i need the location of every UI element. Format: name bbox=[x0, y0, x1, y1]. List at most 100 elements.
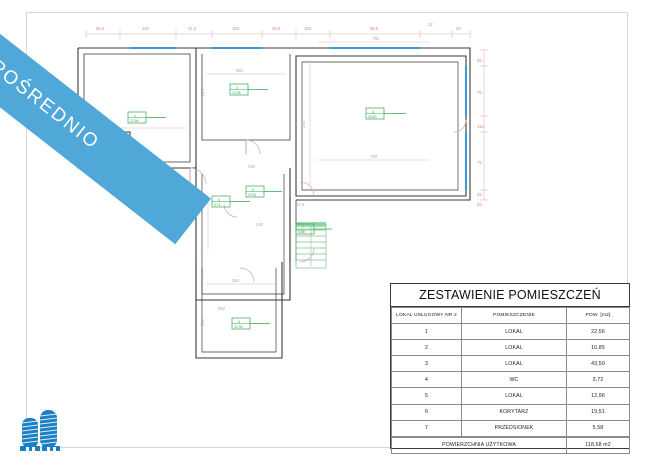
dim-label: 150 bbox=[304, 26, 312, 31]
row-area: 43,50 bbox=[566, 355, 630, 373]
dim-label: 350 bbox=[232, 278, 240, 283]
sheet-border bbox=[26, 12, 628, 448]
summary-value: 118,68 m2 bbox=[566, 436, 631, 454]
room-no: 3 bbox=[372, 110, 374, 114]
room-no: 7 bbox=[302, 225, 304, 229]
room-no: 1 bbox=[134, 114, 136, 118]
summary-label: POWIERZCHNIA UŻYTKOWA bbox=[390, 436, 568, 454]
dim-label: 14,5 bbox=[296, 202, 305, 207]
dim-label: 49,5 bbox=[272, 26, 281, 31]
room-label-7: 7 5,58 bbox=[295, 223, 332, 235]
dim-label: 150 bbox=[142, 26, 150, 31]
room-label-5: 5 12,96 bbox=[231, 317, 270, 330]
dim-label: 225 bbox=[200, 88, 205, 96]
row-number: 5 bbox=[391, 387, 462, 405]
room-labels: 1 22,56 2 10,85 3 43,50 4 bbox=[127, 83, 406, 330]
dim-label: 45 bbox=[477, 192, 482, 197]
table-title: ZESTAWIENIE POMIESZCZEŃ bbox=[391, 284, 629, 307]
room-no: 6 bbox=[252, 188, 254, 192]
row-room: LOKAL bbox=[461, 339, 567, 357]
dim-label: 110 bbox=[477, 124, 484, 129]
header-pow: POW. [m2] bbox=[566, 306, 630, 325]
row-area: 3,72 bbox=[566, 371, 630, 389]
room-label-6: 6 19,51 bbox=[245, 185, 282, 198]
building-logo bbox=[20, 410, 60, 451]
door-icon bbox=[299, 247, 315, 263]
row-room: PRZEDSIONEK bbox=[461, 419, 567, 437]
door-icon bbox=[239, 267, 255, 283]
room-label-1: 1 22,56 bbox=[127, 111, 166, 124]
dim-label: 250 bbox=[301, 120, 306, 128]
header-pomieszczenie: POMIESZCZENIE bbox=[461, 306, 567, 325]
top-dimension-chain bbox=[85, 30, 471, 38]
room-no: 5 bbox=[238, 320, 240, 324]
row-room: LOKAL bbox=[461, 387, 567, 405]
dim-label: 25 bbox=[477, 202, 482, 207]
dim-label: 750 bbox=[370, 154, 378, 159]
room-area: 3,72 bbox=[214, 203, 221, 207]
door-icon bbox=[189, 167, 207, 185]
header-lokal: LOKAL USŁUGOWY NR 2 bbox=[391, 306, 462, 325]
row-number: 3 bbox=[391, 355, 462, 373]
dim-label: 98,5 bbox=[370, 26, 379, 31]
dim-label: 200 bbox=[200, 318, 205, 326]
dim-label: 240 bbox=[256, 222, 264, 227]
dim-label: 12 bbox=[428, 22, 433, 27]
row-area: 19,51 bbox=[566, 403, 630, 421]
door-icon bbox=[453, 119, 467, 133]
dim-label: 350 bbox=[236, 68, 244, 73]
row-area: 12,96 bbox=[566, 387, 630, 405]
row-area: 5,58 bbox=[566, 419, 630, 437]
dim-label: 250 bbox=[248, 164, 256, 169]
dim-label: 45 bbox=[477, 58, 482, 63]
row-area: 22,56 bbox=[566, 323, 630, 341]
dim-label: 41,5 bbox=[188, 26, 197, 31]
door-icon bbox=[223, 203, 238, 218]
plan-doors bbox=[189, 119, 467, 283]
row-room: LOKAL bbox=[461, 355, 567, 373]
room-area: 22,56 bbox=[130, 119, 139, 123]
row-area: 10,85 bbox=[566, 339, 630, 357]
room-schedule-table: ZESTAWIENIE POMIESZCZEŃ LOKAL USŁUGOWY N… bbox=[390, 283, 631, 454]
room-area: 43,50 bbox=[368, 115, 377, 119]
room-label-2: 2 10,85 bbox=[229, 83, 268, 96]
right-dimension-labels: 45 75 110 75 45 25 bbox=[477, 58, 484, 207]
dim-label: 750 bbox=[372, 36, 380, 41]
row-room: LOKAL bbox=[461, 323, 567, 341]
row-number: 1 bbox=[391, 323, 462, 341]
room-no: 2 bbox=[236, 86, 238, 90]
room-area: 12,96 bbox=[234, 325, 243, 329]
door-icon bbox=[245, 139, 261, 155]
plan-windows bbox=[130, 46, 468, 190]
summary-table: POWIERZCHNIA UŻYTKOWA 118,68 m2 bbox=[390, 436, 631, 454]
dim-label: 25 bbox=[456, 26, 461, 31]
room-area: 10,85 bbox=[232, 91, 241, 95]
top-dimension-labels: 66,5 150 41,5 150 49,5 150 98,5 12 25 bbox=[96, 22, 461, 31]
row-number: 7 bbox=[391, 419, 462, 437]
dim-label: 75 bbox=[477, 90, 482, 95]
table-header-row: LOKAL USŁUGOWY NR 2 POMIESZCZENIE POW. [… bbox=[391, 306, 630, 325]
right-dimension-chain bbox=[480, 49, 488, 201]
summary-row: POWIERZCHNIA UŻYTKOWA 118,68 m2 bbox=[390, 436, 631, 454]
room-area: 5,58 bbox=[298, 230, 305, 234]
dim-label: 75 bbox=[477, 160, 482, 165]
row-number: 6 bbox=[391, 403, 462, 421]
row-room: WC bbox=[461, 371, 567, 389]
door-icon bbox=[299, 181, 315, 197]
row-number: 2 bbox=[391, 339, 462, 357]
row-room: KORYTARZ bbox=[461, 403, 567, 421]
room-area: 19,51 bbox=[248, 193, 257, 197]
dim-label: 150 bbox=[232, 26, 240, 31]
dim-label: 350 bbox=[218, 306, 226, 311]
room-label-4: 4 3,72 bbox=[211, 195, 250, 208]
row-number: 4 bbox=[391, 371, 462, 389]
dim-label: 66,5 bbox=[96, 26, 105, 31]
